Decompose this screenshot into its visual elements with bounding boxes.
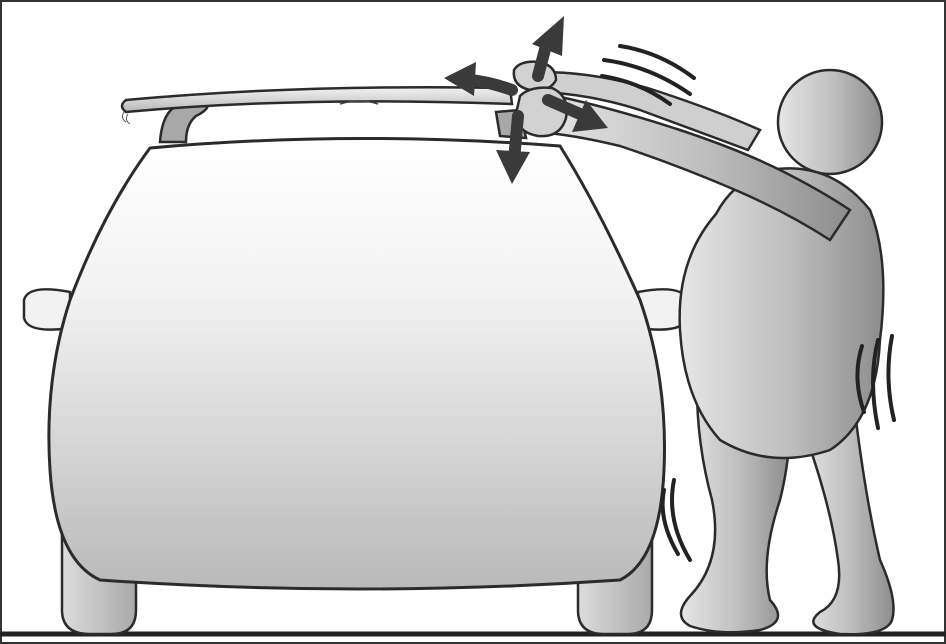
car-icon bbox=[24, 138, 688, 634]
car-body bbox=[49, 138, 665, 589]
person-head bbox=[778, 70, 882, 174]
person-front-hand bbox=[516, 88, 567, 137]
